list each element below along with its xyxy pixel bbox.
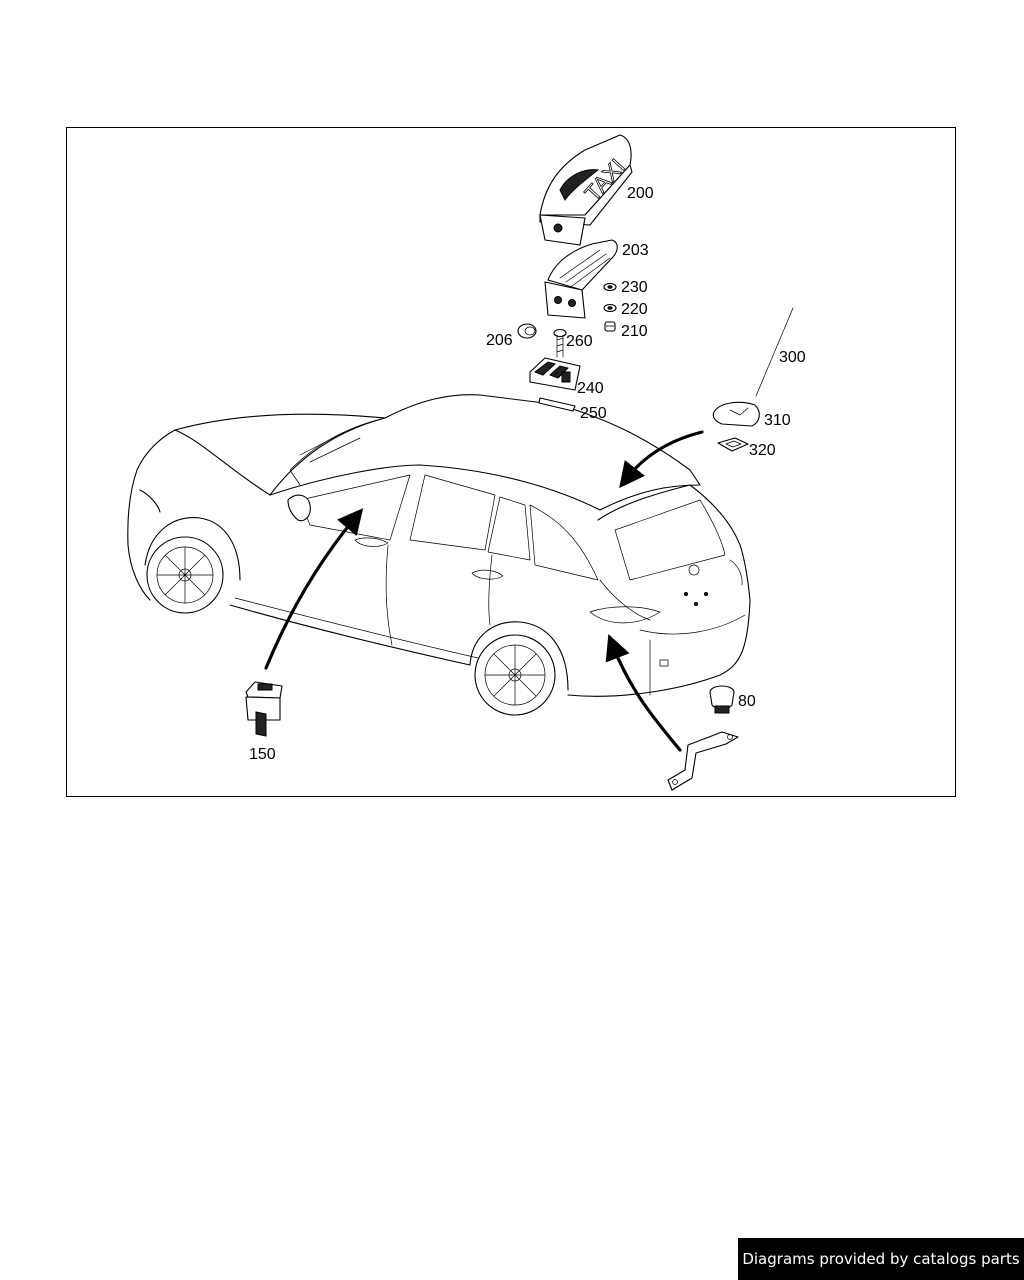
callout-300: 300 — [779, 349, 806, 366]
callout-220: 220 — [621, 301, 648, 318]
cap-206 — [517, 323, 537, 339]
connector-block-240 — [529, 357, 581, 391]
assignment-arrows — [264, 307, 794, 752]
mounting-bracket — [667, 731, 739, 791]
callout-260: 260 — [566, 333, 593, 350]
callout-200: 200 — [627, 185, 654, 202]
gasket-320 — [717, 437, 749, 452]
taxi-roof-sign: TAXI — [539, 134, 633, 246]
callout-150: 150 — [249, 746, 276, 763]
credit-banner: Diagrams provided by catalogs parts — [738, 1238, 1024, 1280]
callout-250: 250 — [580, 405, 607, 422]
callout-203: 203 — [622, 242, 649, 259]
car-illustration — [127, 394, 751, 716]
arrow-310-to-roof — [619, 430, 704, 489]
callout-320: 320 — [749, 442, 776, 459]
callout-240: 240 — [577, 380, 604, 397]
antenna-base-310 — [712, 401, 760, 427]
callout-310: 310 — [764, 412, 791, 429]
leader-300-antenna — [755, 307, 794, 397]
callout-80: 80 — [738, 693, 756, 710]
switch-150 — [245, 681, 283, 737]
callout-210: 210 — [621, 323, 648, 340]
nut-210 — [604, 321, 616, 332]
callout-labels: 200 203 230 220 210 206 260 240 250 300 … — [249, 185, 806, 763]
arrow-bracket-to-rear — [605, 634, 682, 752]
washer-230 — [603, 282, 617, 292]
sign-base-housing — [544, 239, 618, 319]
washer-220 — [603, 303, 617, 313]
callout-206: 206 — [486, 332, 513, 349]
parts-diagram-frame — [66, 127, 956, 797]
screw-260 — [553, 328, 567, 358]
callout-230: 230 — [621, 279, 648, 296]
push-button-80 — [709, 685, 735, 714]
arrow-150-to-door — [264, 508, 364, 670]
seal-strip-250 — [538, 397, 576, 412]
